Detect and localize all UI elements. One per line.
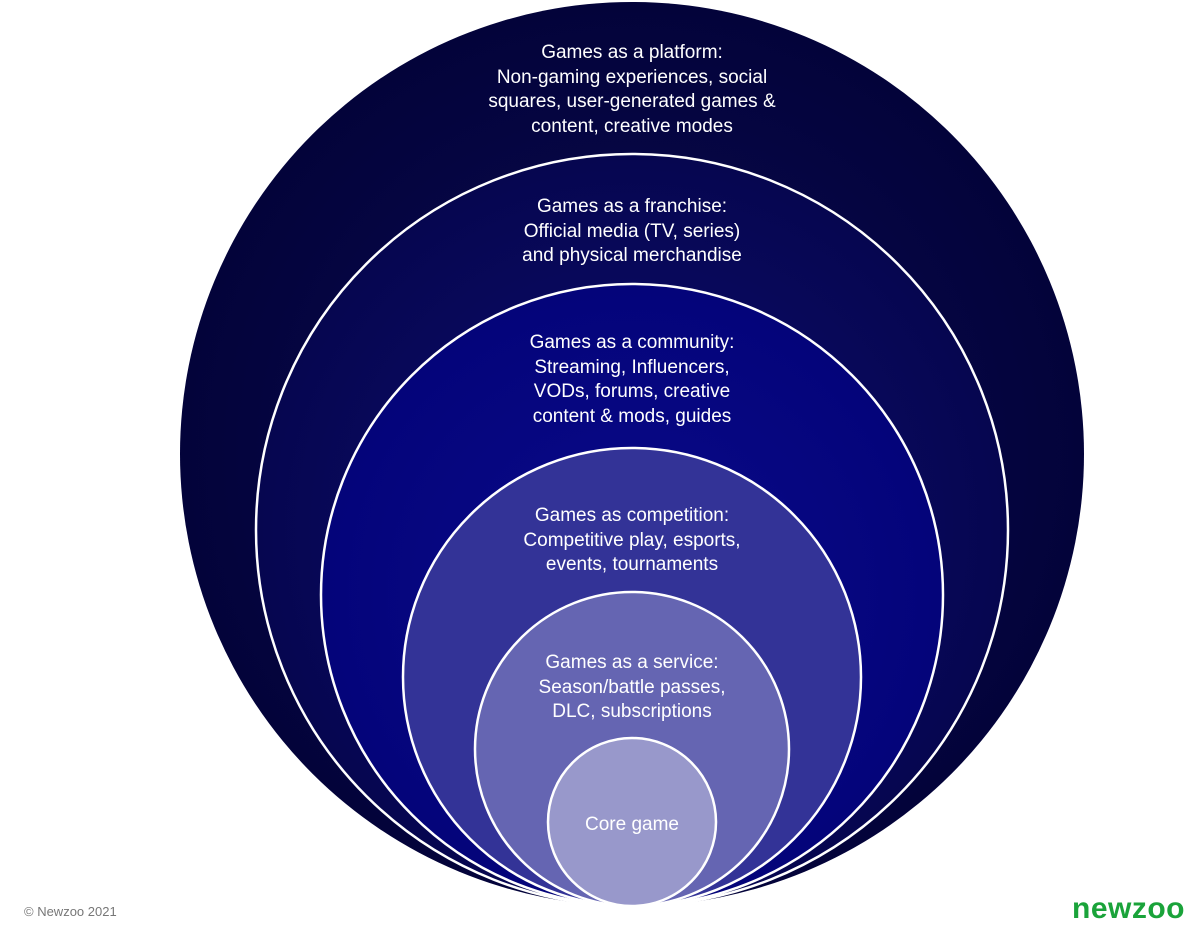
layer-line: DLC, subscriptions <box>552 701 712 722</box>
layer-title: Games as a platform: <box>541 42 723 63</box>
layer-line: content & mods, guides <box>532 405 732 427</box>
newzoo-logo: newzoo <box>1072 892 1185 925</box>
layer-title: Games as a community: <box>529 332 735 353</box>
layer-platform-label: Games as a platform: Non-gaming experien… <box>332 41 932 139</box>
layer-title: Games as a franchise: <box>536 196 728 217</box>
copyright-text: © Newzoo 2021 <box>24 904 117 919</box>
layer-line: VODs, forums, creative <box>533 381 731 402</box>
layer-core-circle <box>546 736 718 908</box>
layer-title: Games as a service: <box>545 652 719 673</box>
layer-line: Season/battle passes, <box>538 676 726 698</box>
layer-franchise-label: Games as a franchise: Official media (TV… <box>332 195 932 269</box>
layer-line: events, tournaments <box>545 554 719 575</box>
layer-line: squares, user-generated games & <box>488 91 776 112</box>
layer-service-label: Games as a service: Season/battle passes… <box>332 651 932 725</box>
layer-core-label: Core game <box>332 813 932 838</box>
layer-line: Non-gaming experiences, social <box>496 66 768 88</box>
layer-line: content, creative modes <box>531 115 733 137</box>
layer-title: Games as competition: <box>534 505 730 526</box>
layer-competition-label: Games as competition: Competitive play, … <box>332 504 932 578</box>
layer-community-label: Games as a community: Streaming, Influen… <box>332 331 932 429</box>
layer-line: Streaming, Influencers, <box>534 356 730 378</box>
layer-line: and physical merchandise <box>522 245 742 266</box>
layer-line: Official media (TV, series) <box>523 220 741 242</box>
layer-line: Competitive play, esports, <box>523 529 741 551</box>
layer-title: Core game <box>585 814 679 835</box>
